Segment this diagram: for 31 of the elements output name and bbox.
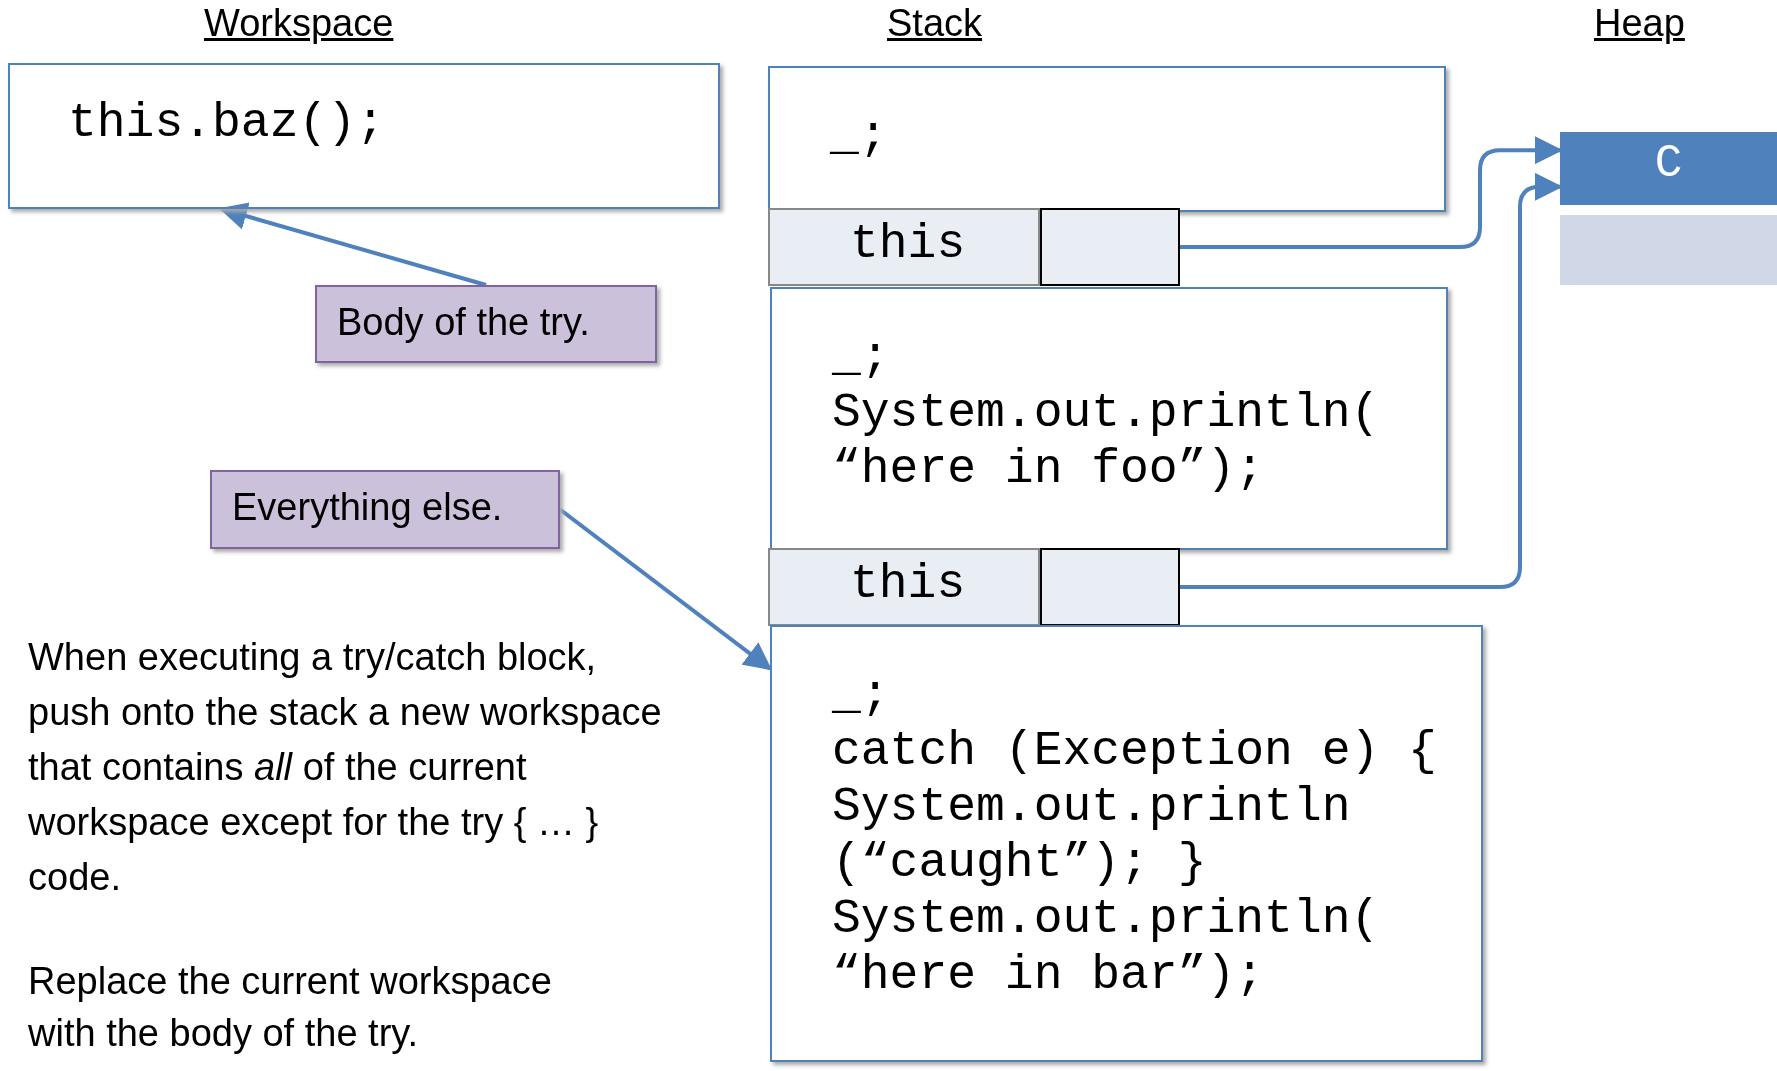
column-heading: Heap bbox=[1594, 2, 1685, 45]
variable-name: this bbox=[850, 216, 967, 272]
variable-name-cell bbox=[768, 548, 1040, 626]
code-text: this.baz(); bbox=[68, 95, 386, 151]
code-text: _; bbox=[832, 667, 891, 723]
stack-frame bbox=[770, 625, 1483, 1062]
explanation-text: Replace the current workspace with the body of the try. bbox=[28, 959, 553, 1056]
reference-cell bbox=[1040, 208, 1180, 286]
workspace-box bbox=[8, 63, 720, 209]
callout-box bbox=[315, 285, 657, 363]
code-text: _; bbox=[830, 108, 889, 164]
object-body bbox=[1560, 215, 1777, 285]
variable-name-cell bbox=[768, 208, 1040, 286]
column-heading: Workspace bbox=[204, 2, 394, 45]
callout-text: Everything else. bbox=[232, 486, 503, 529]
arrow bbox=[218, 202, 487, 287]
explanation-text: When executing a try/catch block, push onto the stack a new workspace that contains all of the current workspace except for the try { … } code. bbox=[28, 635, 663, 900]
code-text: System.out.println( “here in foo”); bbox=[832, 385, 1381, 497]
code-text: _; bbox=[832, 329, 891, 385]
class-name: C bbox=[1654, 138, 1683, 190]
reference-cell bbox=[1040, 548, 1180, 626]
callout-box bbox=[210, 470, 560, 549]
code-text: catch (Exception e) { System.out.println (“caught”); } bbox=[832, 723, 1437, 891]
arrow bbox=[1180, 172, 1563, 589]
column-heading: Stack bbox=[887, 2, 983, 45]
callout-text: Body of the try. bbox=[337, 301, 590, 344]
arrow bbox=[1180, 136, 1563, 249]
object-header bbox=[1560, 132, 1777, 205]
code-text: System.out.println( “here in bar”); bbox=[832, 891, 1381, 1003]
variable-name: this bbox=[850, 556, 967, 612]
arrow bbox=[558, 507, 773, 671]
